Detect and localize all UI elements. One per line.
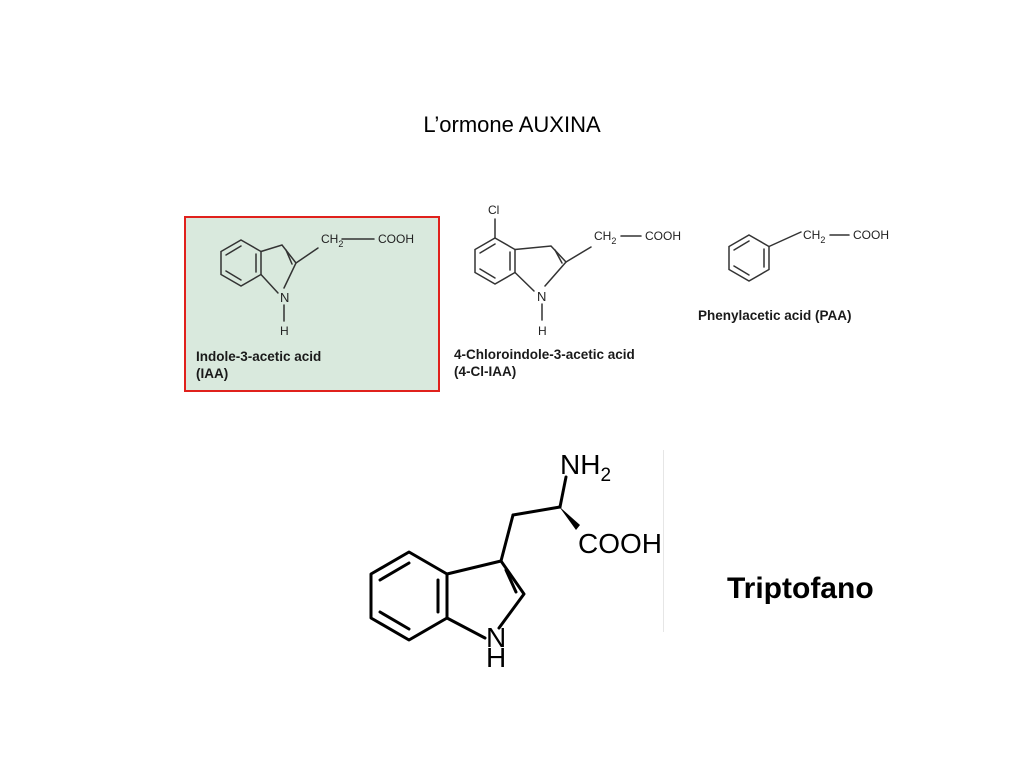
tryptophan-h-atom: H <box>486 642 506 673</box>
cl-iaa-label-line2: (4-Cl-IAA) <box>454 364 517 379</box>
paa-structure: CH2 COOH <box>728 228 889 282</box>
cl-iaa-label: 4-Chloroindole-3-acetic acid (4-Cl-IAA) <box>454 346 635 380</box>
iaa-ch2: CH2 <box>321 232 343 249</box>
tryptophan-structure: N H NH2 COOH <box>369 449 662 673</box>
cl-iaa-cooh: COOH <box>645 229 681 243</box>
paa-label: Phenylacetic acid (PAA) <box>698 308 852 323</box>
tryptophan-divider <box>663 450 664 632</box>
paa-cooh: COOH <box>853 228 889 242</box>
iaa-structure: N H CH2 COOH <box>220 232 414 338</box>
paa-panel: CH2 COOH Phenylacetic acid (PAA) <box>696 216 906 331</box>
tryptophan-nh2: NH2 <box>560 449 611 486</box>
iaa-h-atom: H <box>280 324 289 338</box>
cl-iaa-n-atom: N <box>537 289 546 304</box>
cl-iaa-ch2: CH2 <box>594 229 616 246</box>
iaa-label: Indole-3-acetic acid (IAA) <box>196 348 321 382</box>
iaa-label-line1: Indole-3-acetic acid <box>196 349 322 364</box>
cl-iaa-panel: Cl N H CH2 COOH 4-Chloroindole-3-acetic … <box>446 200 696 390</box>
slide-title: L’ormone AUXINA <box>423 112 601 137</box>
iaa-n-atom: N <box>280 290 289 305</box>
cl-iaa-cl-atom: Cl <box>488 203 499 217</box>
cl-iaa-h-atom: H <box>538 324 547 338</box>
tryptophan-panel: N H NH2 COOH <box>360 440 670 680</box>
iaa-panel: N H CH2 COOH Indole-3-acetic acid (IAA) <box>184 216 440 392</box>
tryptophan-name: Triptofano <box>727 572 874 605</box>
iaa-cooh: COOH <box>378 232 414 246</box>
paa-ch2: CH2 <box>803 228 825 245</box>
cl-iaa-structure: Cl N H CH2 COOH <box>474 203 681 338</box>
tryptophan-n-atom: N <box>486 622 506 653</box>
cl-iaa-label-line1: 4-Chloroindole-3-acetic acid <box>454 347 635 362</box>
tryptophan-cooh: COOH <box>578 528 662 559</box>
iaa-label-line2: (IAA) <box>196 366 229 381</box>
